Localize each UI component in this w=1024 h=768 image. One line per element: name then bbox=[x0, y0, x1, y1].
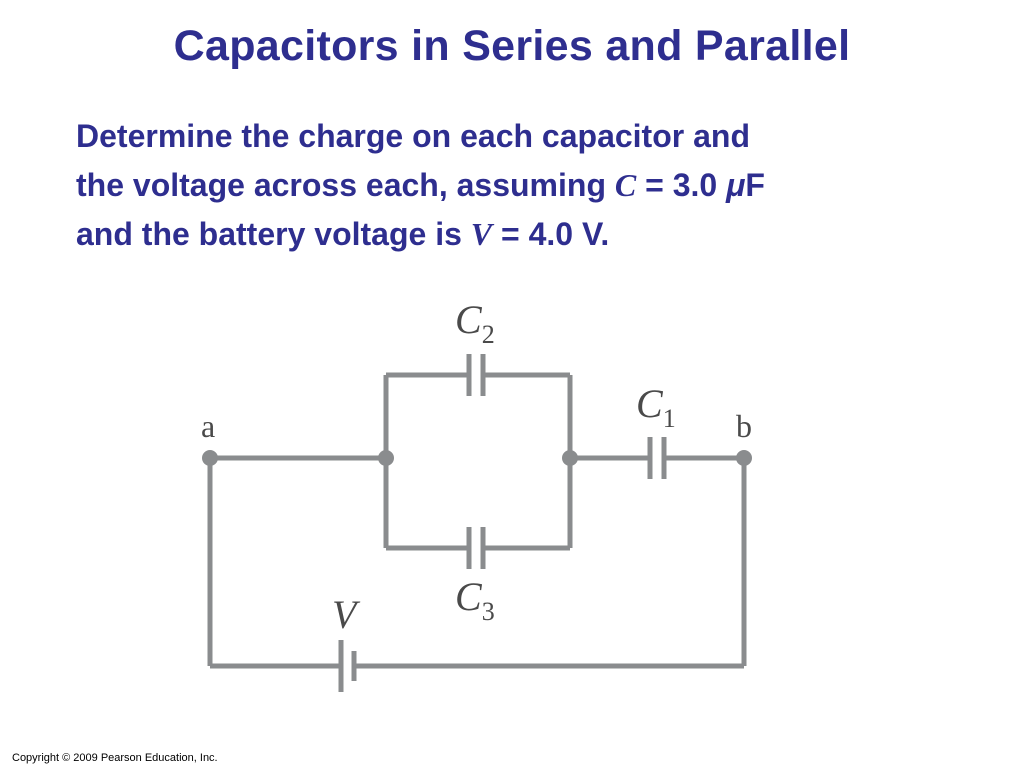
node-a-label: a bbox=[201, 408, 215, 444]
problem-line-3-text: and the battery voltage is bbox=[76, 216, 471, 252]
c3-subscript: 3 bbox=[482, 597, 495, 626]
capacitance-value: = 3.0 bbox=[636, 167, 727, 203]
capacitance-variable: C bbox=[614, 167, 637, 203]
c1-subscript: 1 bbox=[663, 404, 676, 433]
c2-letter: C bbox=[455, 297, 483, 342]
battery-label: V bbox=[332, 592, 361, 637]
copyright-notice: Copyright © 2009 Pearson Education, Inc. bbox=[12, 752, 218, 764]
junction-right-dot bbox=[562, 450, 578, 466]
voltage-value: = 4.0 V. bbox=[492, 216, 610, 252]
voltage-variable: V bbox=[470, 216, 493, 252]
c2-subscript: 2 bbox=[482, 320, 495, 349]
c1-label: C1 bbox=[636, 381, 676, 433]
c1-letter: C bbox=[636, 381, 664, 426]
micro-symbol: μ bbox=[726, 167, 746, 203]
c2-label: C2 bbox=[455, 297, 495, 349]
problem-line-2: the voltage across each, assuming C = 3.… bbox=[76, 161, 976, 210]
c3-label: C3 bbox=[455, 574, 495, 626]
junction-left-dot bbox=[378, 450, 394, 466]
problem-line-2-text: the voltage across each, assuming bbox=[76, 167, 615, 203]
slide-title: Capacitors in Series and Parallel bbox=[173, 22, 851, 70]
node-b-dot bbox=[736, 450, 752, 466]
problem-line-3: and the battery voltage is V = 4.0 V. bbox=[76, 210, 976, 259]
farad-unit: F bbox=[745, 167, 765, 203]
problem-statement: Determine the charge on each capacitor a… bbox=[76, 112, 976, 259]
problem-line-1: Determine the charge on each capacitor a… bbox=[76, 118, 750, 154]
c3-letter: C bbox=[455, 574, 483, 619]
node-a-dot bbox=[202, 450, 218, 466]
node-b-label: b bbox=[736, 408, 752, 444]
